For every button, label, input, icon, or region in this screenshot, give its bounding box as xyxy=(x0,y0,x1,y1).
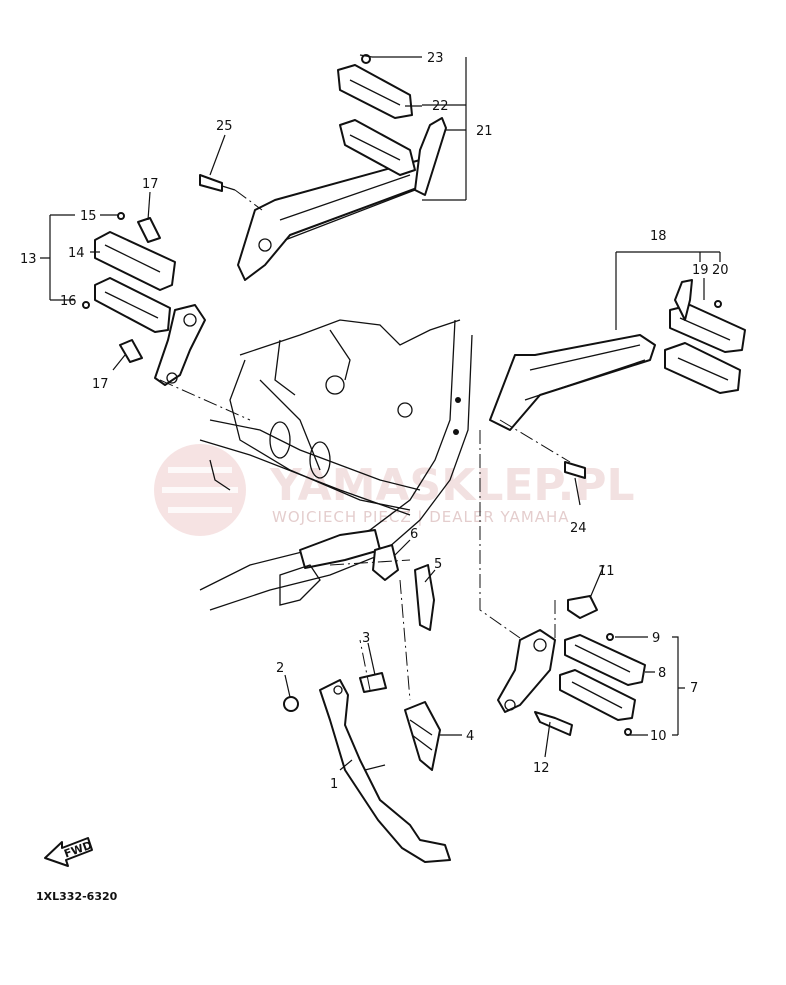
rear-footrest-bracket-right xyxy=(199,54,447,281)
callout-3: 3 xyxy=(362,631,370,646)
callout-15: 15 xyxy=(80,209,97,224)
assembly-guide-lines xyxy=(159,189,571,701)
callout-6: 6 xyxy=(410,527,418,542)
callout-24: 24 xyxy=(570,521,587,536)
front-footrest-left xyxy=(82,212,206,386)
watermark-subtitle: WOJCIECH PIECZ | DEALER YAMAHA xyxy=(272,508,570,526)
fwd-label: FWD xyxy=(62,839,93,861)
callout-5: 5 xyxy=(434,557,442,572)
callout-23: 23 xyxy=(427,51,444,66)
callout-16: 16 xyxy=(60,294,77,309)
callout-11: 11 xyxy=(598,564,615,579)
callout-20: 20 xyxy=(712,263,729,278)
sidestand xyxy=(283,544,451,863)
callout-14: 14 xyxy=(68,246,85,261)
forward-arrow-icon: FWD xyxy=(44,837,94,867)
rear-footrest-bracket-left xyxy=(489,279,746,479)
callout-21: 21 xyxy=(476,124,493,139)
diagram-code: 1XL332-6320 xyxy=(36,890,118,903)
callout-25: 25 xyxy=(216,119,233,134)
callout-17-bottom: 17 xyxy=(92,377,109,392)
callout-4: 4 xyxy=(466,729,474,744)
callouts: 1 2 3 4 5 6 7 8 9 10 11 12 13 14 15 16 1… xyxy=(20,51,729,792)
callout-1: 1 xyxy=(330,777,338,792)
callout-2: 2 xyxy=(276,661,284,676)
callout-10: 10 xyxy=(650,729,667,744)
leader-lines xyxy=(40,54,721,771)
front-footrest-right xyxy=(497,595,646,736)
callout-18: 18 xyxy=(650,229,667,244)
frame xyxy=(199,319,473,611)
callout-22: 22 xyxy=(432,99,449,114)
callout-9: 9 xyxy=(652,631,660,646)
callout-13: 13 xyxy=(20,252,37,267)
callout-12: 12 xyxy=(533,761,550,776)
callout-8: 8 xyxy=(658,666,666,681)
callout-19: 19 xyxy=(692,263,709,278)
callout-17-top: 17 xyxy=(142,177,159,192)
callout-7: 7 xyxy=(690,681,698,696)
